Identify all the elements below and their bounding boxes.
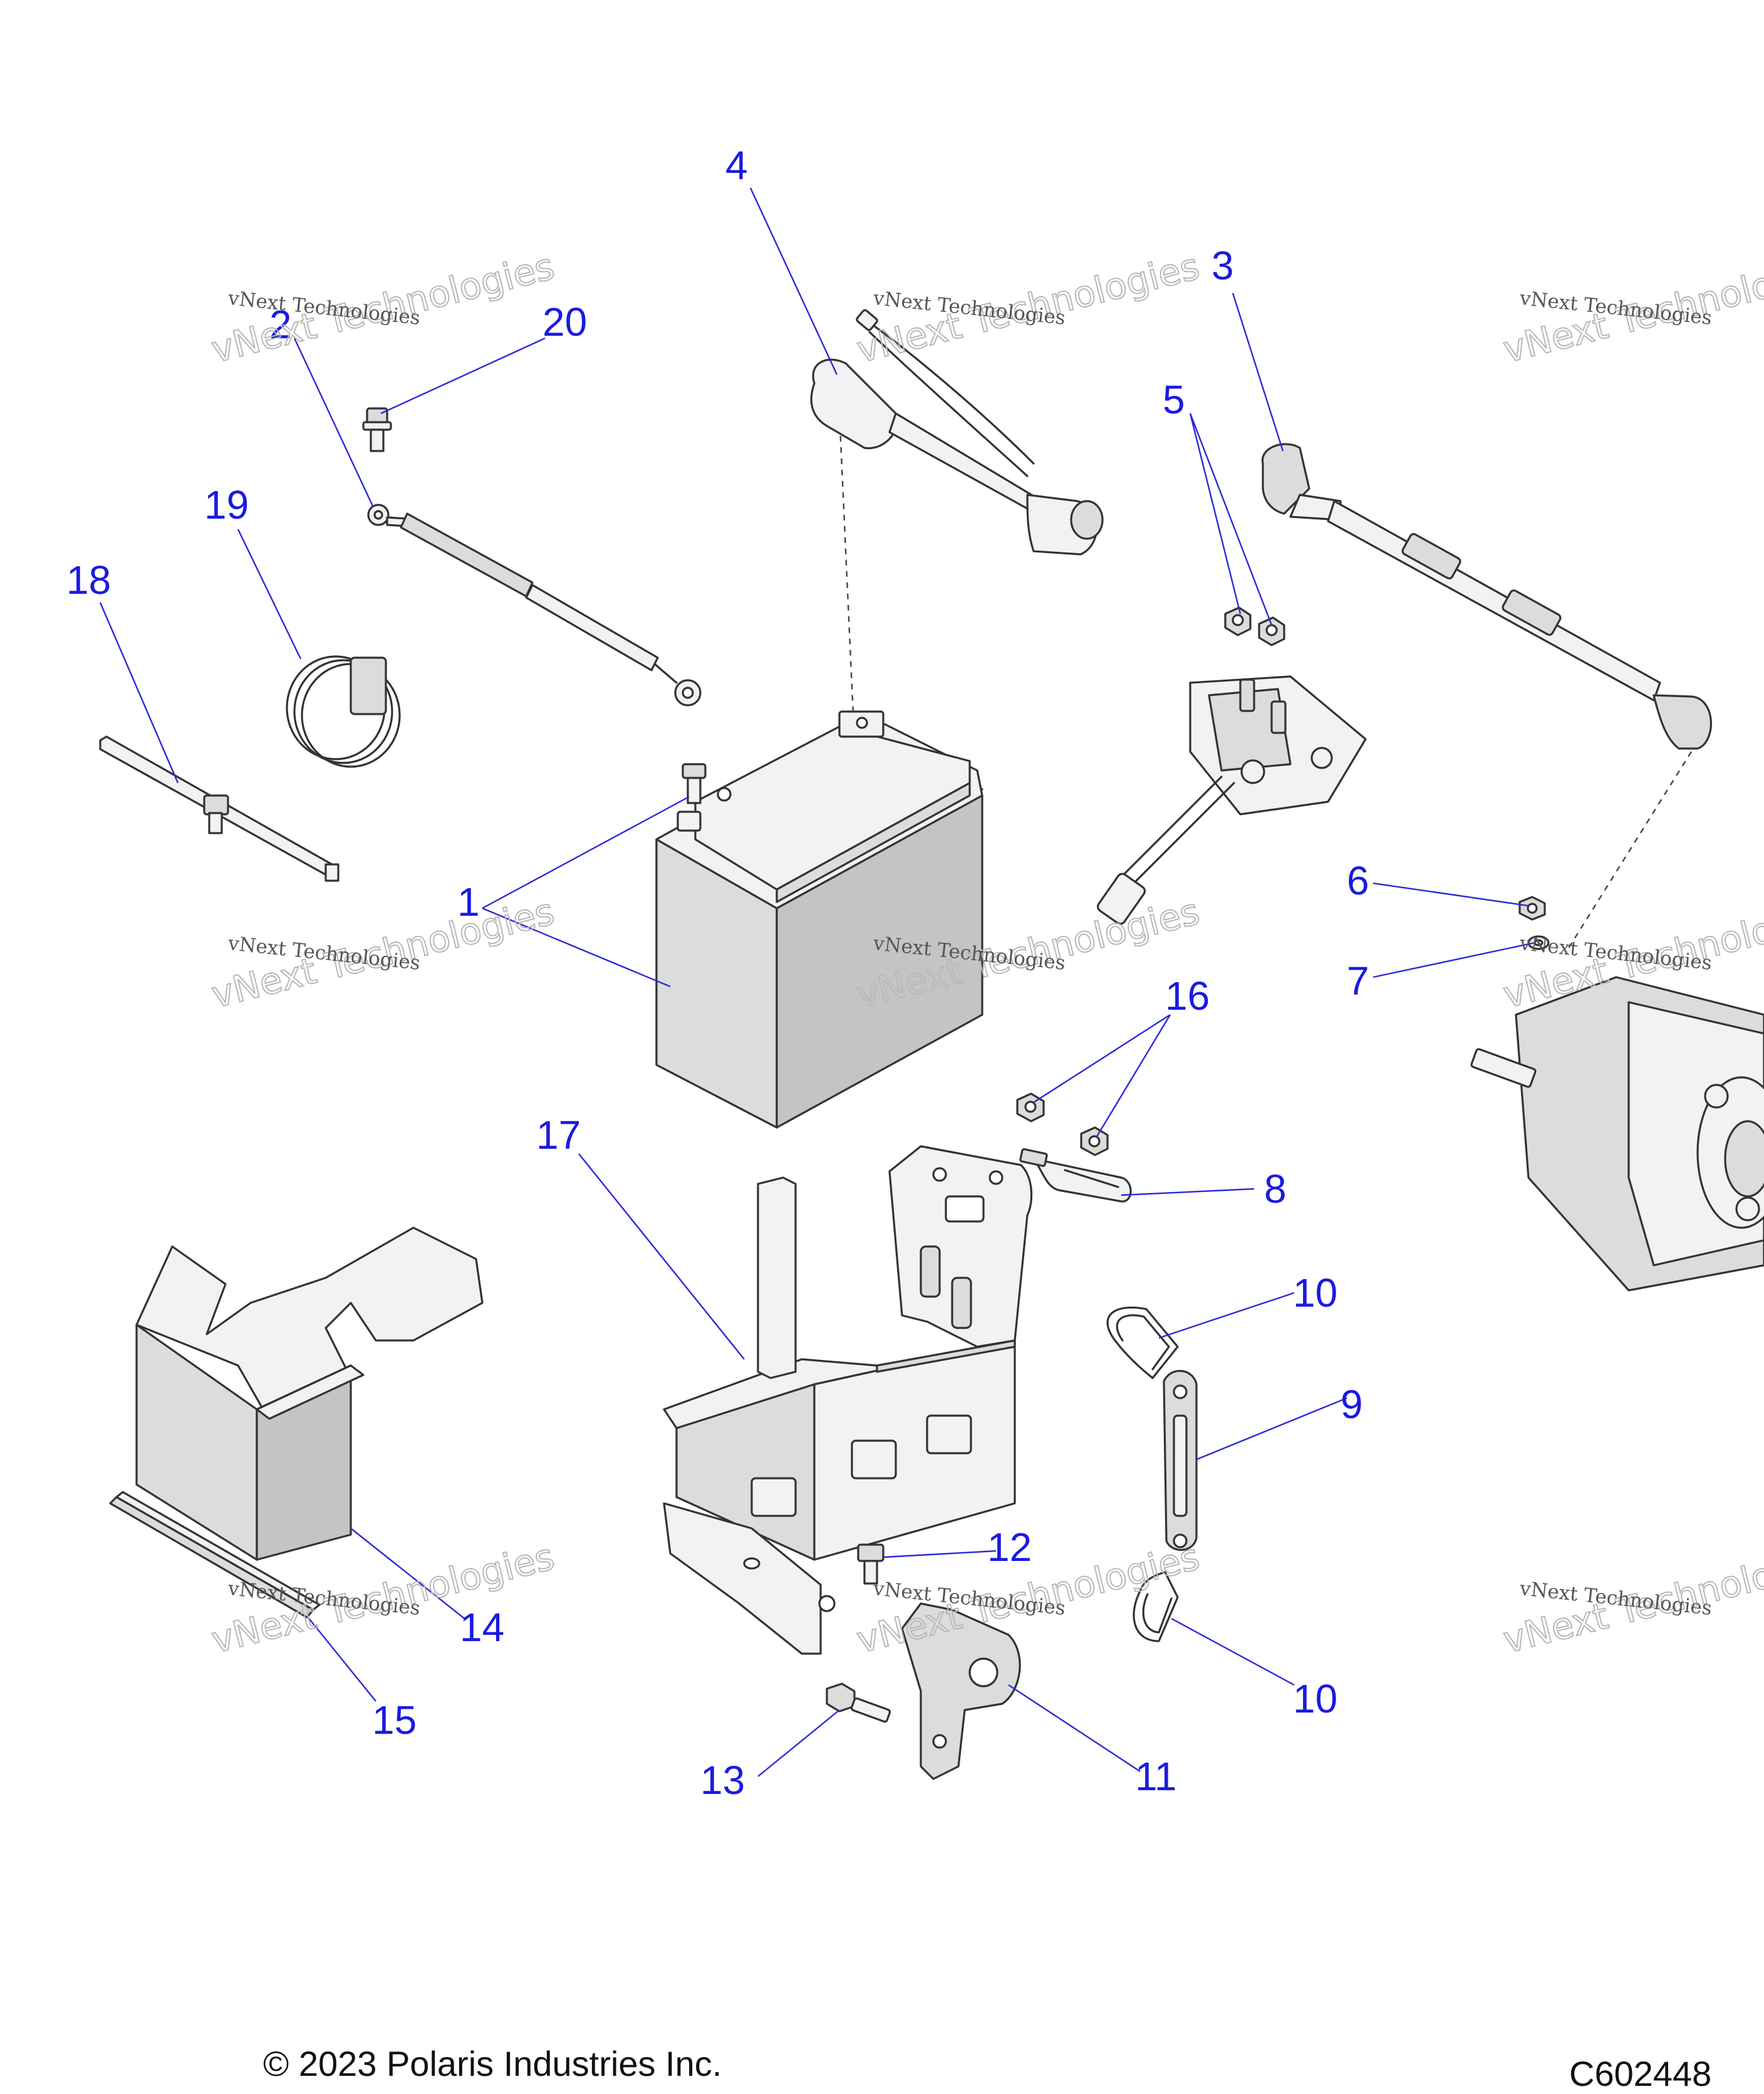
battery-cover-14 [135, 1226, 484, 1561]
callout-labels: 1 2 3 4 5 6 7 8 9 10 10 11 12 13 14 15 1… [66, 143, 1369, 1803]
callout-19: 19 [204, 482, 249, 527]
leader-lines [99, 187, 1535, 1777]
callout-8: 8 [1264, 1166, 1287, 1211]
battery-tray-17 [663, 1145, 1033, 1655]
callout-3: 3 [1211, 243, 1234, 288]
alignment-line-starter-cable [1565, 751, 1693, 953]
alignment-line-terminal-cover [838, 413, 854, 715]
nuts-5 [1224, 606, 1285, 646]
starter-relay-assembly [1096, 675, 1367, 925]
callout-4: 4 [725, 143, 748, 188]
watermark-4: vNext Technologies vNext Technologies [207, 889, 559, 1017]
cable-tie-18 [99, 735, 340, 882]
negative-battery-cable [367, 504, 702, 707]
callout-10-upper: 10 [1293, 1270, 1337, 1315]
callout-10-lower: 10 [1293, 1676, 1337, 1721]
callout-9: 9 [1341, 1382, 1363, 1427]
watermark-2: vNext Technologies vNext Technologies [852, 244, 1204, 372]
callout-6: 6 [1347, 858, 1369, 903]
callout-16: 16 [1165, 973, 1210, 1018]
d-ring-10-upper [1106, 1306, 1179, 1379]
starter-motor [1470, 976, 1764, 1292]
d-ring-10-lower [1133, 1571, 1179, 1642]
battery-1 [655, 710, 983, 1129]
copyright-notice: © 2023 Polaris Industries Inc. [263, 2044, 722, 2083]
starter-cable-3 [1261, 443, 1712, 750]
callout-17: 17 [536, 1112, 581, 1158]
bolt-20 [362, 407, 392, 452]
flange-bolt-13 [826, 1682, 891, 1723]
callout-13: 13 [700, 1758, 745, 1803]
strap-9 [1163, 1370, 1198, 1551]
cable-ties-19 [286, 655, 401, 768]
figure-id: C602448 [1569, 2054, 1712, 2093]
washer-7 [1527, 935, 1550, 950]
callout-7: 7 [1347, 958, 1369, 1003]
nut-6 [1518, 896, 1546, 921]
callout-20: 20 [542, 299, 587, 345]
flange-nuts-16 [1016, 1092, 1109, 1156]
callout-11: 11 [1135, 1754, 1176, 1799]
callout-1: 1 [457, 879, 480, 925]
watermark-3: vNext Technologies vNext Technologies [1498, 244, 1764, 372]
foam-strip-15 [109, 1491, 321, 1619]
watermark-9: vNext Technologies vNext Technologies [1498, 1535, 1764, 1662]
hold-down-rod-8 [1019, 1148, 1132, 1203]
terminal-cover-harness-4 [810, 309, 1104, 556]
callout-14: 14 [460, 1605, 504, 1650]
bracket-11 [901, 1602, 1021, 1780]
callout-5: 5 [1163, 377, 1185, 422]
watermark-1: vNext Technologies vNext Technologies [207, 244, 559, 372]
bolt-12 [857, 1543, 885, 1585]
callout-2: 2 [269, 302, 292, 347]
callout-12: 12 [987, 1525, 1032, 1570]
callout-15: 15 [372, 1697, 417, 1743]
callout-18: 18 [66, 557, 111, 603]
